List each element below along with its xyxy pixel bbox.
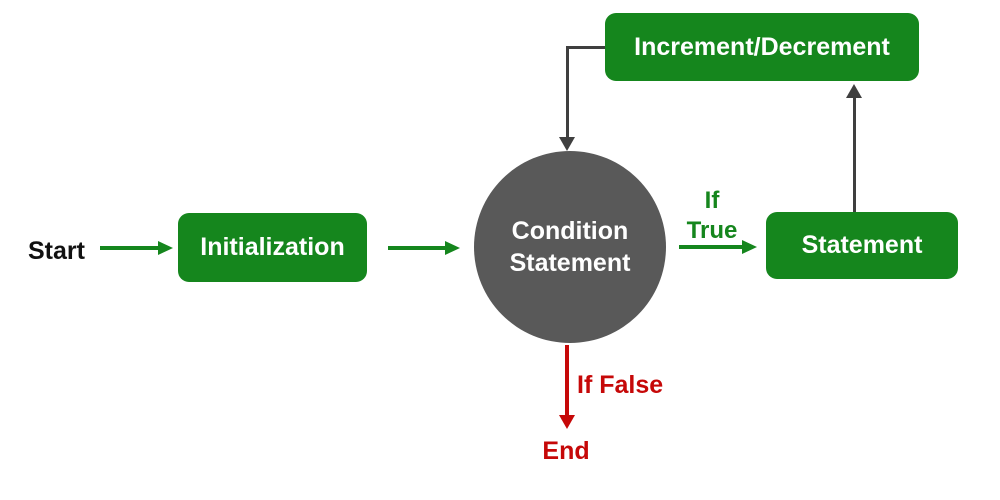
arrowhead-down-icon	[559, 137, 575, 151]
if-true-label-line2: True	[686, 217, 738, 244]
arrowhead-down-icon	[559, 415, 575, 429]
arrowhead-right-icon	[158, 241, 173, 255]
arrowhead-up-icon	[846, 84, 862, 98]
connector-horizontal-segment	[566, 46, 605, 49]
if-true-label-line1: If	[704, 187, 720, 214]
arrow-shaft	[565, 345, 569, 415]
if-true-label: If True	[682, 186, 742, 246]
statement-label: Statement	[801, 231, 923, 259]
initialization-label: Initialization	[200, 233, 345, 261]
statement-node: Statement	[766, 212, 958, 279]
increment-node: Increment/Decrement	[605, 13, 919, 81]
initialization-node: Initialization	[178, 213, 367, 282]
arrow-shaft	[679, 245, 742, 249]
arrowhead-right-icon	[445, 241, 460, 255]
arrow-shaft	[100, 246, 158, 250]
condition-label-line2: Statement	[509, 249, 631, 277]
end-label: End	[542, 437, 590, 465]
arrowhead-right-icon	[742, 240, 757, 254]
if-false-label: If False	[577, 371, 664, 399]
connector-vertical-segment	[566, 46, 569, 137]
increment-label: Increment/Decrement	[634, 32, 890, 61]
condition-label-line1: Condition	[511, 217, 629, 245]
condition-node: Condition Statement	[474, 151, 666, 343]
start-label: Start	[28, 237, 85, 265]
arrow-shaft	[853, 97, 856, 212]
arrow-shaft	[388, 246, 445, 250]
